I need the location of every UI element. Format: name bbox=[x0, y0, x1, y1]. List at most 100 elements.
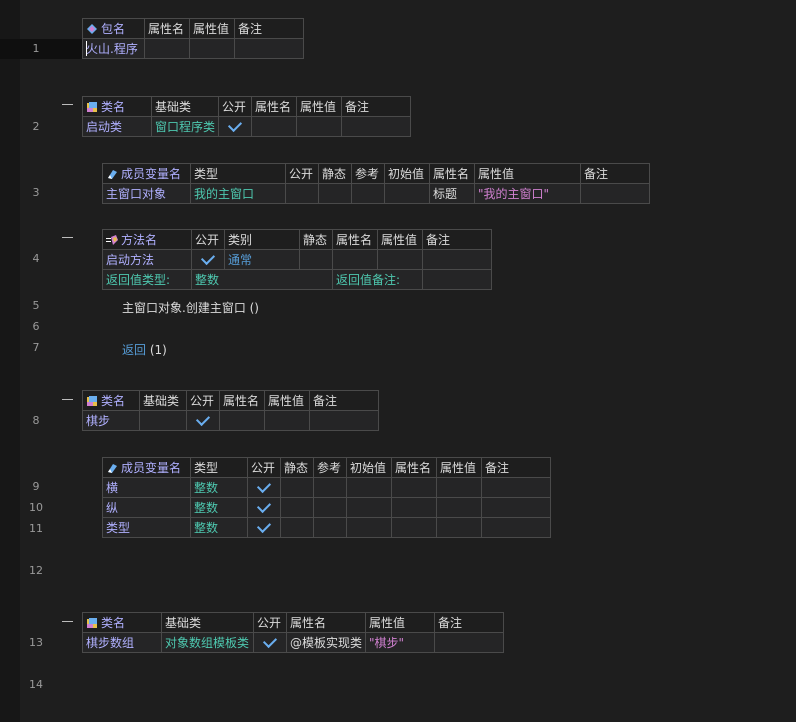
empty-cell[interactable] bbox=[434, 632, 505, 653]
base-class-cell[interactable]: 对象数组模板类 bbox=[161, 632, 254, 653]
empty-cell[interactable] bbox=[251, 116, 298, 137]
empty-cell[interactable] bbox=[346, 497, 392, 518]
class-name-cell[interactable]: 棋步 bbox=[82, 410, 140, 431]
header-cell: 属性值 bbox=[474, 163, 581, 184]
line-number: 5 bbox=[32, 299, 40, 312]
return-type-label: 返回值类型: bbox=[102, 269, 192, 290]
empty-cell[interactable] bbox=[285, 183, 319, 204]
class-name-cell[interactable]: 启动类 bbox=[82, 116, 152, 137]
empty-cell[interactable] bbox=[580, 183, 650, 204]
empty-cell[interactable] bbox=[436, 477, 482, 498]
base-class-cell[interactable]: 窗口程序类 bbox=[150, 116, 220, 137]
public-cell[interactable] bbox=[218, 116, 253, 137]
method-icon bbox=[106, 235, 118, 245]
empty-cell[interactable] bbox=[189, 38, 235, 59]
member-variable-icon bbox=[108, 464, 117, 473]
public-cell[interactable] bbox=[253, 632, 287, 653]
empty-cell[interactable] bbox=[309, 410, 379, 431]
code-line[interactable]: 主窗口对象.创建主窗口 () bbox=[122, 301, 259, 315]
fold-toggle[interactable] bbox=[62, 399, 73, 400]
fold-toggle[interactable] bbox=[62, 237, 73, 238]
empty-cell[interactable] bbox=[144, 38, 190, 59]
member-name-cell[interactable]: 纵 bbox=[102, 497, 191, 518]
empty-cell[interactable] bbox=[299, 249, 333, 270]
empty-cell[interactable] bbox=[422, 249, 492, 270]
header-cell: 备注 bbox=[309, 390, 379, 411]
empty-cell[interactable] bbox=[296, 116, 343, 137]
empty-cell[interactable] bbox=[139, 410, 187, 431]
empty-cell[interactable] bbox=[219, 410, 265, 431]
empty-cell[interactable] bbox=[280, 517, 314, 538]
empty-cell[interactable] bbox=[377, 249, 423, 270]
fold-toggle[interactable] bbox=[62, 621, 73, 622]
prop-name-cell[interactable]: 标题 bbox=[429, 183, 475, 204]
header-cell: 参考 bbox=[351, 163, 385, 184]
header-cell: 属性名 bbox=[219, 390, 265, 411]
empty-cell[interactable] bbox=[332, 249, 378, 270]
method-category-cell[interactable]: 通常 bbox=[224, 249, 300, 270]
fold-toggle[interactable] bbox=[62, 104, 73, 105]
checkmark-icon bbox=[262, 633, 278, 648]
empty-cell[interactable] bbox=[346, 517, 392, 538]
header-cell: 备注 bbox=[234, 18, 304, 39]
package-table: 包名 属性名 属性值 备注 火山.程序 bbox=[82, 18, 304, 59]
header-cell: 备注 bbox=[434, 612, 505, 633]
empty-cell[interactable] bbox=[481, 477, 551, 498]
empty-cell[interactable] bbox=[341, 116, 412, 137]
member-name-cell[interactable]: 横 bbox=[102, 477, 191, 498]
empty-cell[interactable] bbox=[481, 497, 551, 518]
header-cell: 类型 bbox=[190, 457, 248, 478]
prop-value-cell[interactable]: "棋步" bbox=[365, 632, 436, 653]
member-name-cell[interactable]: 类型 bbox=[102, 517, 191, 538]
header-cell: 属性名 bbox=[251, 96, 298, 117]
member-type-cell[interactable]: 整数 bbox=[190, 497, 248, 518]
class-name-cell[interactable]: 棋步数组 bbox=[82, 632, 162, 653]
line-number: 11 bbox=[29, 522, 43, 535]
prop-name-cell[interactable]: @模板实现类 bbox=[285, 632, 367, 653]
public-cell[interactable] bbox=[247, 517, 281, 538]
empty-cell[interactable] bbox=[391, 477, 437, 498]
header-cell: 属性名 bbox=[332, 229, 378, 250]
empty-cell[interactable] bbox=[351, 183, 385, 204]
empty-cell[interactable] bbox=[346, 477, 392, 498]
empty-cell[interactable] bbox=[313, 477, 347, 498]
header-cell: 静态 bbox=[318, 163, 352, 184]
public-cell[interactable] bbox=[186, 410, 220, 431]
empty-cell[interactable] bbox=[313, 497, 347, 518]
header-cell: 属性值 bbox=[189, 18, 235, 39]
empty-cell[interactable] bbox=[481, 517, 551, 538]
checkmark-icon bbox=[227, 117, 243, 132]
member-type-cell[interactable]: 整数 bbox=[190, 477, 248, 498]
code-line[interactable]: 返回 (1) bbox=[122, 341, 167, 358]
member-type-cell[interactable]: 整数 bbox=[190, 517, 248, 538]
method-name-cell[interactable]: 启动方法 bbox=[102, 249, 192, 270]
public-cell[interactable] bbox=[247, 477, 281, 498]
header-cell: 备注 bbox=[422, 229, 492, 250]
empty-cell[interactable] bbox=[384, 183, 430, 204]
empty-cell[interactable] bbox=[436, 517, 482, 538]
return-note-cell[interactable] bbox=[422, 269, 492, 290]
empty-cell[interactable] bbox=[391, 517, 437, 538]
empty-cell[interactable] bbox=[234, 38, 304, 59]
member-type-cell[interactable]: 我的主窗口 bbox=[190, 183, 286, 204]
empty-cell[interactable] bbox=[264, 410, 310, 431]
header-cell: 备注 bbox=[580, 163, 650, 184]
public-cell[interactable] bbox=[247, 497, 281, 518]
public-cell[interactable] bbox=[191, 249, 225, 270]
package-name-cell[interactable]: 火山.程序 bbox=[82, 38, 145, 59]
empty-cell[interactable] bbox=[280, 497, 314, 518]
header-cell: 类别 bbox=[224, 229, 300, 250]
checkmark-icon bbox=[256, 518, 272, 533]
empty-cell[interactable] bbox=[436, 497, 482, 518]
header-cell: 属性值 bbox=[296, 96, 343, 117]
header-cell: 属性名 bbox=[429, 163, 475, 184]
empty-cell[interactable] bbox=[391, 497, 437, 518]
empty-cell[interactable] bbox=[280, 477, 314, 498]
member-name-cell[interactable]: 主窗口对象 bbox=[102, 183, 191, 204]
package-icon bbox=[87, 24, 97, 34]
empty-cell[interactable] bbox=[318, 183, 352, 204]
header-cell: 基础类 bbox=[139, 390, 187, 411]
empty-cell[interactable] bbox=[313, 517, 347, 538]
prop-value-cell[interactable]: "我的主窗口" bbox=[474, 183, 581, 204]
return-type-cell[interactable]: 整数 bbox=[191, 269, 333, 290]
